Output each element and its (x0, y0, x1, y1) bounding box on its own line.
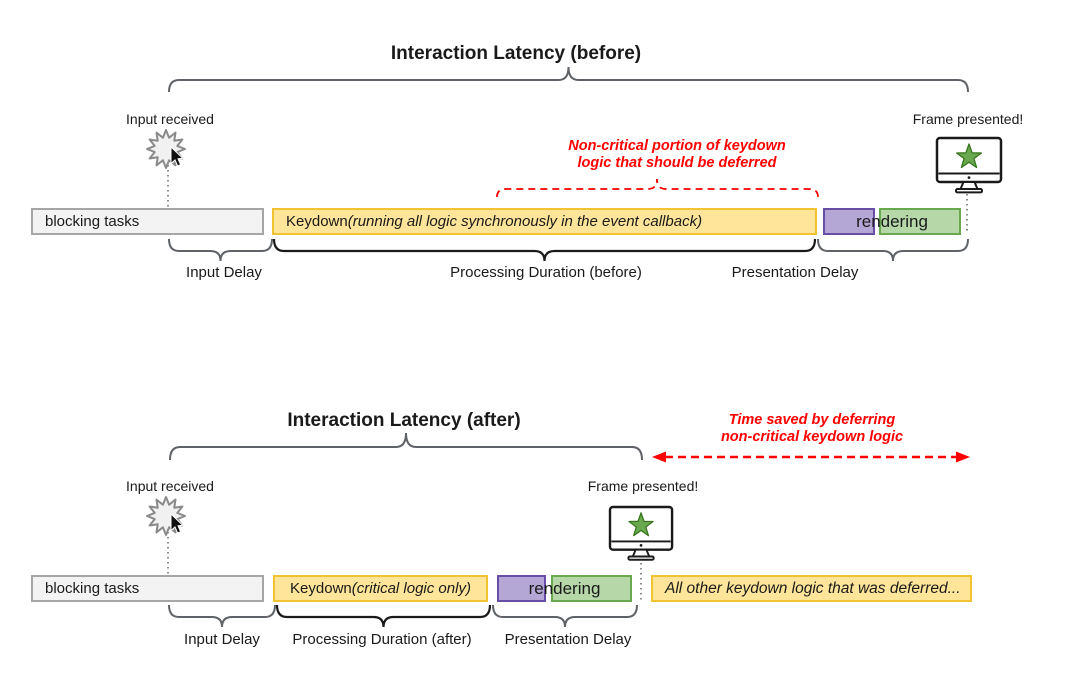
click-burst-icon (146, 496, 186, 536)
before-title: Interaction Latency (before) (390, 43, 642, 64)
before-frame-presented-label: Frame presented! (912, 111, 1024, 127)
before-keydown-bar: Keydown (running all logic synchronously… (272, 208, 817, 235)
after-presentation-brace (492, 604, 638, 628)
before-rendering-purple-bar (823, 208, 875, 235)
annotation-line: Time saved by deferring (728, 412, 896, 428)
before-blocking-tasks-bar: blocking tasks (31, 208, 264, 235)
before-deferred-annotation: Non-critical portion of keydown logic th… (527, 138, 827, 172)
before-presentation-delay-label: Presentation Delay (731, 264, 859, 281)
before-rendering-label: rendering (856, 211, 928, 231)
after-input-delay-label: Input Delay (184, 631, 260, 648)
before-input-received-label: Input received (126, 111, 214, 127)
click-burst-icon (146, 129, 186, 169)
after-keydown-bar: Keydown (critical logic only) (273, 575, 488, 602)
bar-label: Keydown (286, 213, 348, 230)
annotation-line: non-critical keydown logic (720, 429, 904, 445)
before-overall-brace (168, 66, 969, 93)
after-blocking-tasks-bar: blocking tasks (31, 575, 264, 602)
before-input-delay-label: Input Delay (186, 264, 262, 281)
after-frame-presented-label: Frame presented! (587, 478, 699, 494)
after-input-delay-brace (168, 604, 276, 628)
before-presentation-brace (817, 238, 969, 262)
annotation-line: Non-critical portion of keydown (568, 138, 786, 154)
mouse-cursor-icon (170, 146, 184, 167)
bar-label-italic: (running all logic synchronously in the … (347, 213, 703, 230)
after-presentation-delay-label: Presentation Delay (504, 631, 632, 648)
bar-label: blocking tasks (45, 580, 140, 597)
after-processing-brace (275, 604, 492, 628)
before-processing-duration-label: Processing Duration (before) (450, 264, 642, 281)
after-rendering-label: rendering (528, 578, 601, 598)
bar-label: All other keydown logic that was deferre… (665, 579, 961, 597)
after-rendering-green-bar (551, 575, 632, 602)
after-input-received-label: Input received (126, 478, 214, 494)
after-deferred-keydown-bar: All other keydown logic that was deferre… (651, 575, 972, 602)
after-time-saved-annotation: Time saved by deferring non-critical key… (662, 412, 962, 446)
monitor-with-star-icon (608, 505, 674, 561)
after-rendering-purple-bar (497, 575, 546, 602)
before-deferred-portion-dashed-brace (496, 178, 819, 198)
annotation-line: logic that should be deferred (577, 155, 777, 171)
after-title: Interaction Latency (after) (287, 410, 521, 431)
before-input-delay-brace (168, 238, 273, 262)
bar-label: blocking tasks (45, 213, 140, 230)
after-processing-duration-label: Processing Duration (after) (292, 631, 472, 648)
before-processing-brace (272, 238, 817, 262)
monitor-with-star-icon (935, 136, 1003, 194)
bar-label-italic: (critical logic only) (351, 580, 471, 597)
after-time-saved-dashed-arrow (652, 451, 970, 463)
before-rendering-green-bar (879, 208, 961, 235)
after-overall-brace (169, 432, 643, 461)
bar-label: Keydown (290, 580, 352, 597)
mouse-cursor-icon (170, 513, 184, 534)
